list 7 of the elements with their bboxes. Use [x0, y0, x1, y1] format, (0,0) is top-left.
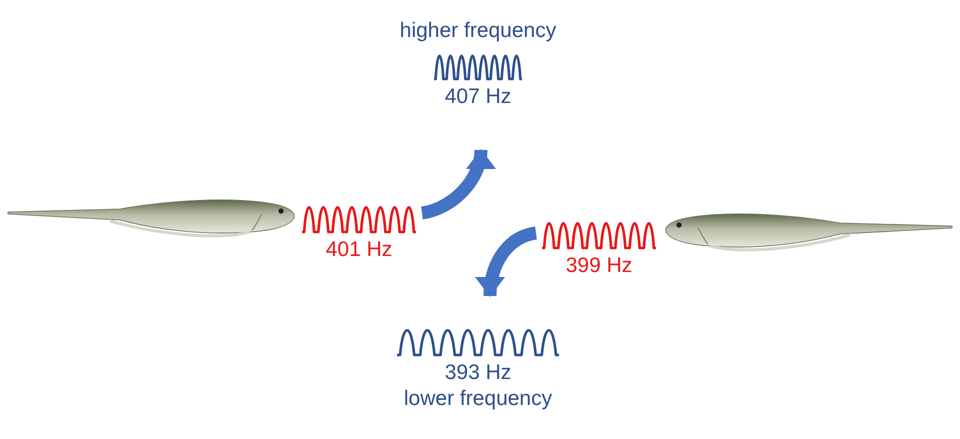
- frequency-label: higher frequency: [400, 18, 556, 44]
- frequency-label: 399 Hz: [566, 253, 632, 279]
- frequency-label: 401 Hz: [326, 237, 392, 263]
- frequency-label: 407 Hz: [444, 84, 512, 110]
- frequency-label: 393 Hz: [444, 360, 512, 386]
- curved-arrow: [420, 149, 494, 220]
- frequency-label: lower frequency: [404, 386, 552, 412]
